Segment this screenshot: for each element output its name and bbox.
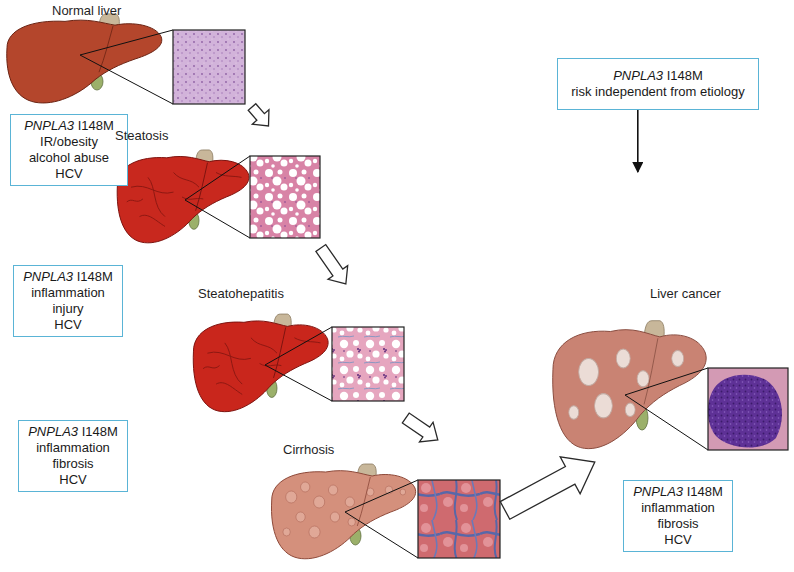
zoom-lines bbox=[345, 480, 418, 558]
illustration-part bbox=[196, 163, 208, 211]
gene-name: PNPLA3 bbox=[23, 269, 73, 284]
gene-variant: PNPLA3 I148M bbox=[19, 118, 119, 134]
risk-factor: HCV bbox=[27, 472, 119, 488]
risk-factor: IR/obesity bbox=[19, 134, 119, 150]
risk-factor: inflammation bbox=[27, 440, 119, 456]
illustration-part bbox=[80, 55, 173, 104]
liver-stage: Steatohepatitis bbox=[186, 284, 408, 418]
illustration-part bbox=[271, 471, 415, 559]
illustration-part bbox=[265, 327, 332, 365]
stage-label: Steatosis bbox=[115, 128, 168, 143]
gene-name: PNPLA3 bbox=[28, 424, 78, 439]
illustration-part bbox=[569, 349, 684, 419]
risk-factor: inflammation bbox=[22, 285, 114, 301]
histology-steatohepatitis bbox=[332, 327, 404, 401]
risk-factor: HCV bbox=[22, 317, 114, 333]
illustration-part bbox=[345, 480, 418, 512]
illustration-part bbox=[708, 368, 788, 450]
stage-label: Normal liver bbox=[52, 3, 121, 18]
illustration-part bbox=[193, 321, 328, 412]
illustration-part bbox=[708, 368, 788, 450]
gene-name: PNPLA3 bbox=[24, 118, 74, 133]
risk-factor-box: PNPLA3 I148MIR/obesityalcohol abuseHCV bbox=[10, 114, 128, 186]
liver-stage: Normal liver bbox=[2, 1, 252, 107]
steatosis-liver bbox=[117, 150, 249, 243]
gene-name: PNPLA3 bbox=[633, 484, 683, 499]
liver-stage: Cirrhosis bbox=[265, 440, 505, 568]
histology-cirrhosis bbox=[418, 480, 500, 558]
zoom-lines bbox=[265, 327, 332, 401]
risk-factor: fibrosis bbox=[27, 456, 119, 472]
progression-arrow bbox=[248, 104, 269, 126]
risk-factor: inflammation bbox=[632, 500, 724, 516]
gene-variant: PNPLA3 I148M bbox=[632, 484, 724, 500]
histology-cancer bbox=[708, 368, 788, 450]
risk-factor: risk independent from etiology bbox=[566, 84, 750, 100]
cirrhosis-liver bbox=[271, 464, 415, 559]
normal-liver bbox=[7, 14, 162, 103]
illustration-part bbox=[185, 156, 250, 200]
gene-variant: PNPLA3 I148M bbox=[22, 269, 114, 285]
gene-name: PNPLA3 bbox=[613, 68, 663, 83]
illustration-part bbox=[625, 395, 708, 450]
illustration-part bbox=[117, 156, 249, 242]
illustration-part bbox=[625, 368, 708, 395]
progression-arrow bbox=[500, 457, 595, 519]
risk-arrow bbox=[637, 110, 639, 172]
risk-factor: HCV bbox=[632, 532, 724, 548]
progression-arrow bbox=[316, 245, 348, 284]
risk-factor: HCV bbox=[19, 166, 119, 182]
progression-arrow bbox=[402, 413, 437, 442]
liver-stage: Liver cancer bbox=[546, 172, 790, 462]
risk-factor: fibrosis bbox=[632, 516, 724, 532]
cancer-liver bbox=[553, 321, 706, 449]
risk-factor: alcohol abuse bbox=[19, 150, 119, 166]
risk-factor-box: PNPLA3 I148MinflammationinjuryHCV bbox=[13, 265, 123, 337]
illustration-part bbox=[644, 338, 658, 404]
gene-variant: PNPLA3 I148M bbox=[566, 68, 750, 84]
zoom-lines bbox=[185, 156, 250, 238]
stage-label: Steatohepatitis bbox=[198, 286, 284, 301]
illustration-part bbox=[7, 20, 162, 103]
zoom-lines bbox=[80, 30, 173, 104]
illustration-part bbox=[708, 375, 782, 448]
risk-factor-box: PNPLA3 I148MinflammationfibrosisHCV bbox=[18, 420, 128, 492]
illustration-part bbox=[265, 365, 332, 401]
risk-factor-box: PNPLA3 I148Mrisk independent from etiolo… bbox=[557, 58, 759, 110]
gene-variant: PNPLA3 I148M bbox=[27, 424, 119, 440]
stage-label: Liver cancer bbox=[650, 286, 721, 301]
illustration-part bbox=[553, 330, 706, 449]
steatohepatitis-liver bbox=[193, 314, 328, 412]
illustration-part bbox=[345, 512, 418, 558]
histology-normal bbox=[173, 30, 245, 104]
illustration-part bbox=[127, 173, 242, 227]
illustration-part bbox=[283, 482, 406, 538]
illustration-part bbox=[80, 30, 173, 55]
zoom-lines bbox=[625, 368, 708, 450]
stage-label: Cirrhosis bbox=[283, 442, 334, 457]
risk-factor-box: PNPLA3 I148MinflammationfibrosisHCV bbox=[623, 480, 733, 552]
liver-stage: Steatosis bbox=[105, 126, 323, 248]
histology-steatosis bbox=[250, 156, 320, 238]
illustration-part bbox=[185, 200, 250, 238]
risk-factor: injury bbox=[22, 301, 114, 317]
